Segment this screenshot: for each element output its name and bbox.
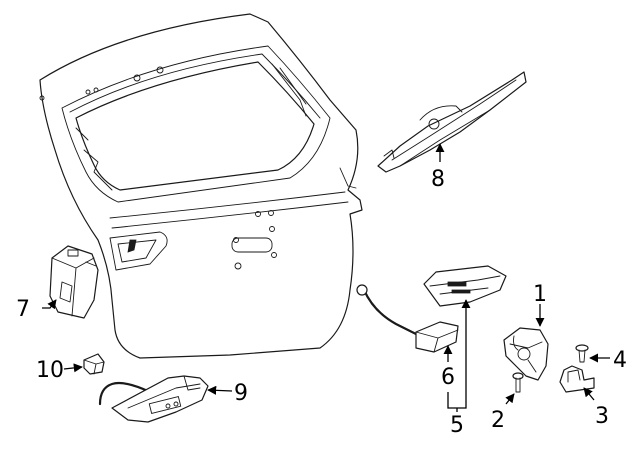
callout-4: 4 xyxy=(613,348,627,373)
callout-3: 3 xyxy=(595,404,609,429)
part-6-lamp-harness xyxy=(356,284,459,353)
callout-5: 5 xyxy=(450,413,464,438)
part-3-striker xyxy=(559,365,595,393)
callout-8: 8 xyxy=(431,167,445,192)
callout-labels: 8 7 10 9 1 2 4 3 6 5 xyxy=(16,167,627,438)
part-5-lamp-housing xyxy=(423,265,507,307)
callout-1: 1 xyxy=(533,282,547,307)
leader-lines xyxy=(42,143,610,412)
callout-6: 6 xyxy=(441,365,455,390)
part-2-bolt xyxy=(512,372,524,393)
liftgate-panel xyxy=(39,13,363,359)
part-8-spoiler-bracket xyxy=(377,71,527,173)
part-7-control-module xyxy=(49,245,99,319)
callout-7: 7 xyxy=(16,297,30,322)
callout-10: 10 xyxy=(36,358,64,383)
part-9-handle-switch xyxy=(98,375,209,423)
part-4-screw xyxy=(575,344,589,363)
callout-2: 2 xyxy=(491,408,505,433)
callout-9: 9 xyxy=(234,381,248,406)
part-1-latch-assembly xyxy=(503,327,549,381)
part-10-bumper xyxy=(83,353,105,375)
